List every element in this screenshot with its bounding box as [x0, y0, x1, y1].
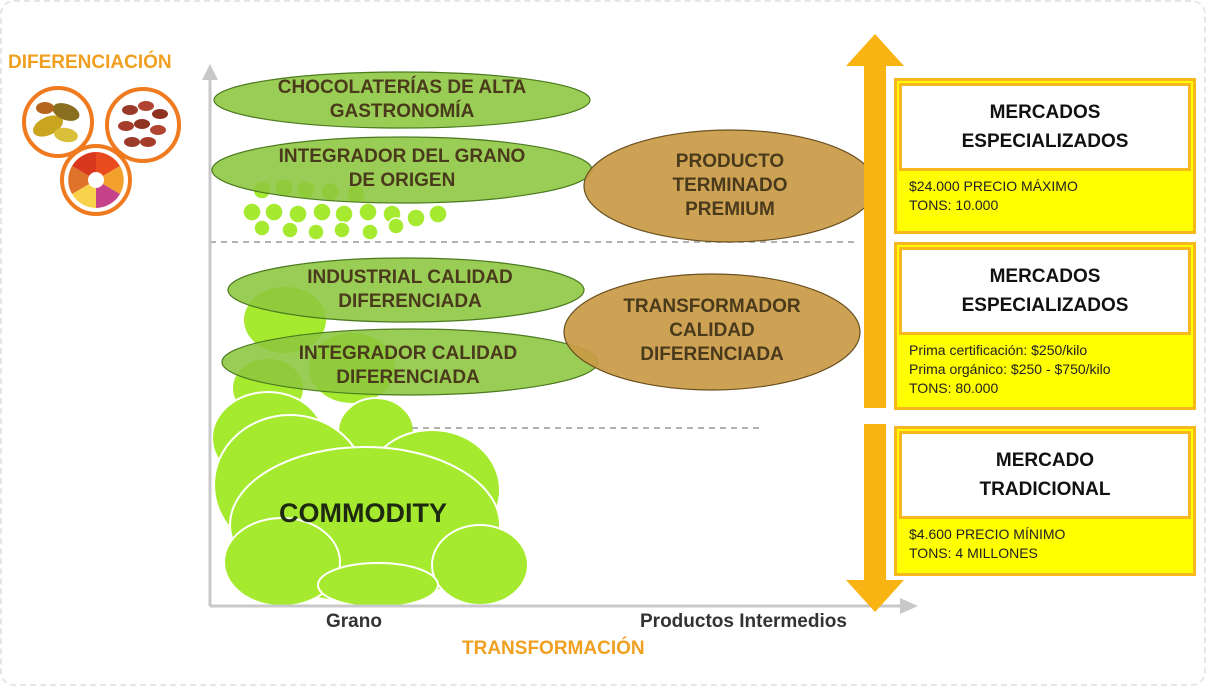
- oval-producto-terminado: PRODUCTO TERMINADO PREMIUM: [610, 150, 850, 222]
- oval-industrial-calidad-line-1: INDUSTRIAL CALIDAD: [307, 267, 513, 288]
- market-title-1: MERCADOS ESPECIALIZADOS: [899, 83, 1191, 171]
- oval-chocolaterias-line-2: GASTRONOMÍA: [329, 101, 475, 122]
- market-title-2-line-1: MERCADOS: [989, 266, 1101, 287]
- market-title-3: MERCADO TRADICIONAL: [899, 431, 1191, 519]
- oval-integrador-calidad: INTEGRADOR CALIDAD DIFERENCIADA: [238, 342, 578, 390]
- x-axis-label: TRANSFORMACIÓN: [462, 638, 645, 659]
- market-title-3-line-2: TRADICIONAL: [979, 479, 1111, 500]
- market-3-tons: TONS: 4 MILLONES: [909, 545, 1038, 561]
- cocoa-beans-icon: [105, 87, 181, 163]
- market-1-tons: TONS: 10.000: [909, 197, 999, 213]
- oval-integrador-calidad-line-2: DIFERENCIADA: [336, 367, 480, 388]
- cocoa-pods-icon: [22, 86, 94, 158]
- market-title-2-line-2: ESPECIALIZADOS: [961, 295, 1129, 316]
- oval-chocolaterias-line-1: CHOCOLATERÍAS DE ALTA: [277, 77, 527, 98]
- market-title-1-line-1: MERCADOS: [989, 102, 1101, 123]
- oval-chocolaterias: CHOCOLATERÍAS DE ALTA GASTRONOMÍA: [232, 76, 572, 124]
- market-box-especializados-2: MERCADOS ESPECIALIZADOS Prima certificac…: [894, 242, 1196, 410]
- market-2-tons: TONS: 80.000: [909, 380, 999, 396]
- x-axis-arrowhead: [900, 598, 918, 614]
- oval-producto-terminado-line-3: PREMIUM: [685, 199, 775, 220]
- market-details-3: $4.600 PRECIO MÍNIMO TONS: 4 MILLONES: [897, 519, 1193, 569]
- commodity-label: COMMODITY: [279, 498, 447, 528]
- oval-integrador-grano-line-2: DE ORIGEN: [348, 170, 456, 191]
- oval-transformador-line-2: CALIDAD: [669, 320, 755, 341]
- oval-industrial-calidad-line-2: DIFERENCIADA: [338, 291, 482, 312]
- market-details-2: Prima certificación: $250/kilo Prima org…: [897, 335, 1193, 404]
- x-tick-productos-intermedios: Productos Intermedios: [640, 611, 847, 632]
- oval-integrador-grano: INTEGRADOR DEL GRANO DE ORIGEN: [232, 145, 572, 193]
- cocoa-color-wheel-icon: [60, 144, 132, 216]
- market-3-price: $4.600 PRECIO MÍNIMO: [909, 526, 1066, 542]
- market-range-arrow: [846, 34, 904, 612]
- oval-transformador-line-3: DIFERENCIADA: [640, 344, 784, 365]
- market-title-1-line-2: ESPECIALIZADOS: [961, 131, 1129, 152]
- oval-producto-terminado-line-1: PRODUCTO: [675, 151, 785, 172]
- market-2-certification: Prima certificación: $250/kilo: [909, 342, 1088, 358]
- oval-transformador: TRANSFORMADOR CALIDAD DIFERENCIADA: [592, 295, 832, 367]
- market-1-price: $24.000 PRECIO MÁXIMO: [909, 178, 1078, 194]
- oval-producto-terminado-line-2: TERMINADO: [672, 175, 788, 196]
- market-2-organic: Prima orgánico: $250 - $750/kilo: [909, 361, 1111, 377]
- market-title-2: MERCADOS ESPECIALIZADOS: [899, 247, 1191, 335]
- brown-ovals: [563, 129, 877, 391]
- oval-integrador-calidad-line-1: INTEGRADOR CALIDAD: [298, 343, 518, 364]
- y-axis-arrowhead: [202, 64, 218, 80]
- y-axis-label: DIFERENCIACIÓN: [8, 52, 172, 73]
- x-tick-grano: Grano: [326, 611, 382, 632]
- market-details-1: $24.000 PRECIO MÁXIMO TONS: 10.000: [897, 171, 1193, 221]
- green-ovals: [211, 71, 599, 396]
- market-title-3-line-1: MERCADO: [995, 450, 1095, 471]
- market-box-tradicional: MERCADO TRADICIONAL $4.600 PRECIO MÍNIMO…: [894, 426, 1196, 576]
- oval-integrador-grano-line-1: INTEGRADOR DEL GRANO: [278, 146, 526, 167]
- market-box-especializados-1: MERCADOS ESPECIALIZADOS $24.000 PRECIO M…: [894, 78, 1196, 234]
- oval-industrial-calidad: INDUSTRIAL CALIDAD DIFERENCIADA: [240, 266, 580, 314]
- oval-transformador-line-1: TRANSFORMADOR: [623, 296, 801, 317]
